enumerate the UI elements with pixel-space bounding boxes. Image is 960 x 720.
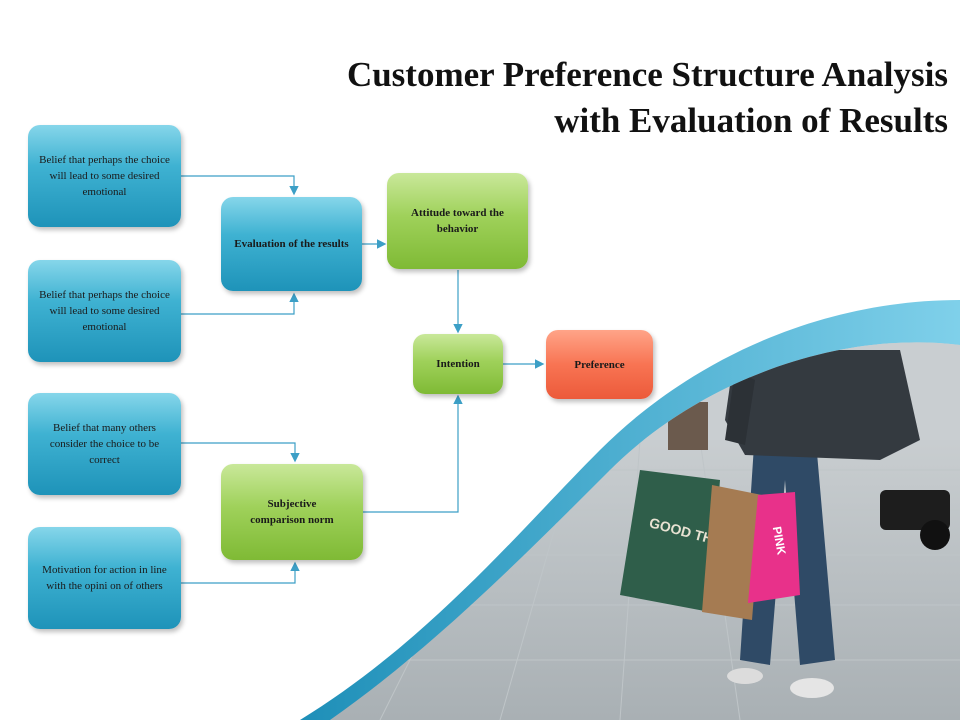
connector-motivation-subjective bbox=[181, 561, 300, 584]
connector-belief2-evaluation bbox=[181, 292, 299, 315]
node-evaluation: Evaluation of the results bbox=[221, 197, 362, 291]
page-title: Customer Preference Structure Analysis w… bbox=[148, 52, 948, 144]
connector-belief3-subjective bbox=[181, 442, 300, 463]
node-subjective-norm-label: Subjective comparison norm bbox=[250, 498, 334, 526]
node-belief-emotional-2: Belief that perhaps the choice will lead… bbox=[28, 260, 181, 362]
node-belief-others-label: Belief that many others consider the cho… bbox=[49, 422, 160, 466]
node-intention: Intention bbox=[413, 334, 503, 394]
node-attitude: Attitude toward the behavior bbox=[387, 173, 528, 269]
title-line-1: Customer Preference Structure Analysis bbox=[346, 55, 948, 94]
node-intention-label: Intention bbox=[436, 358, 480, 370]
node-attitude-label: Attitude toward the behavior bbox=[411, 207, 504, 235]
connector-subjective-intention bbox=[363, 394, 463, 513]
node-preference-label: Preference bbox=[574, 358, 625, 371]
title-line-2: with Evaluation of Results bbox=[554, 101, 948, 140]
node-belief-emotional-1: Belief that perhaps the choice will lead… bbox=[28, 125, 181, 227]
connector-belief1-evaluation bbox=[181, 175, 299, 196]
node-belief-emotional-2-label: Belief that perhaps the choice will lead… bbox=[39, 289, 170, 333]
node-motivation: Motivation for action in line with the o… bbox=[28, 527, 181, 629]
node-evaluation-label: Evaluation of the results bbox=[234, 238, 349, 250]
node-motivation-label: Motivation for action in line with the o… bbox=[42, 564, 167, 592]
bag2-print-text: PINK bbox=[770, 525, 789, 556]
node-subjective-norm: Subjective comparison norm bbox=[221, 464, 363, 560]
node-preference: Preference bbox=[546, 330, 653, 399]
node-belief-emotional-1-label: Belief that perhaps the choice will lead… bbox=[39, 154, 170, 198]
node-belief-others: Belief that many others consider the cho… bbox=[28, 393, 181, 495]
